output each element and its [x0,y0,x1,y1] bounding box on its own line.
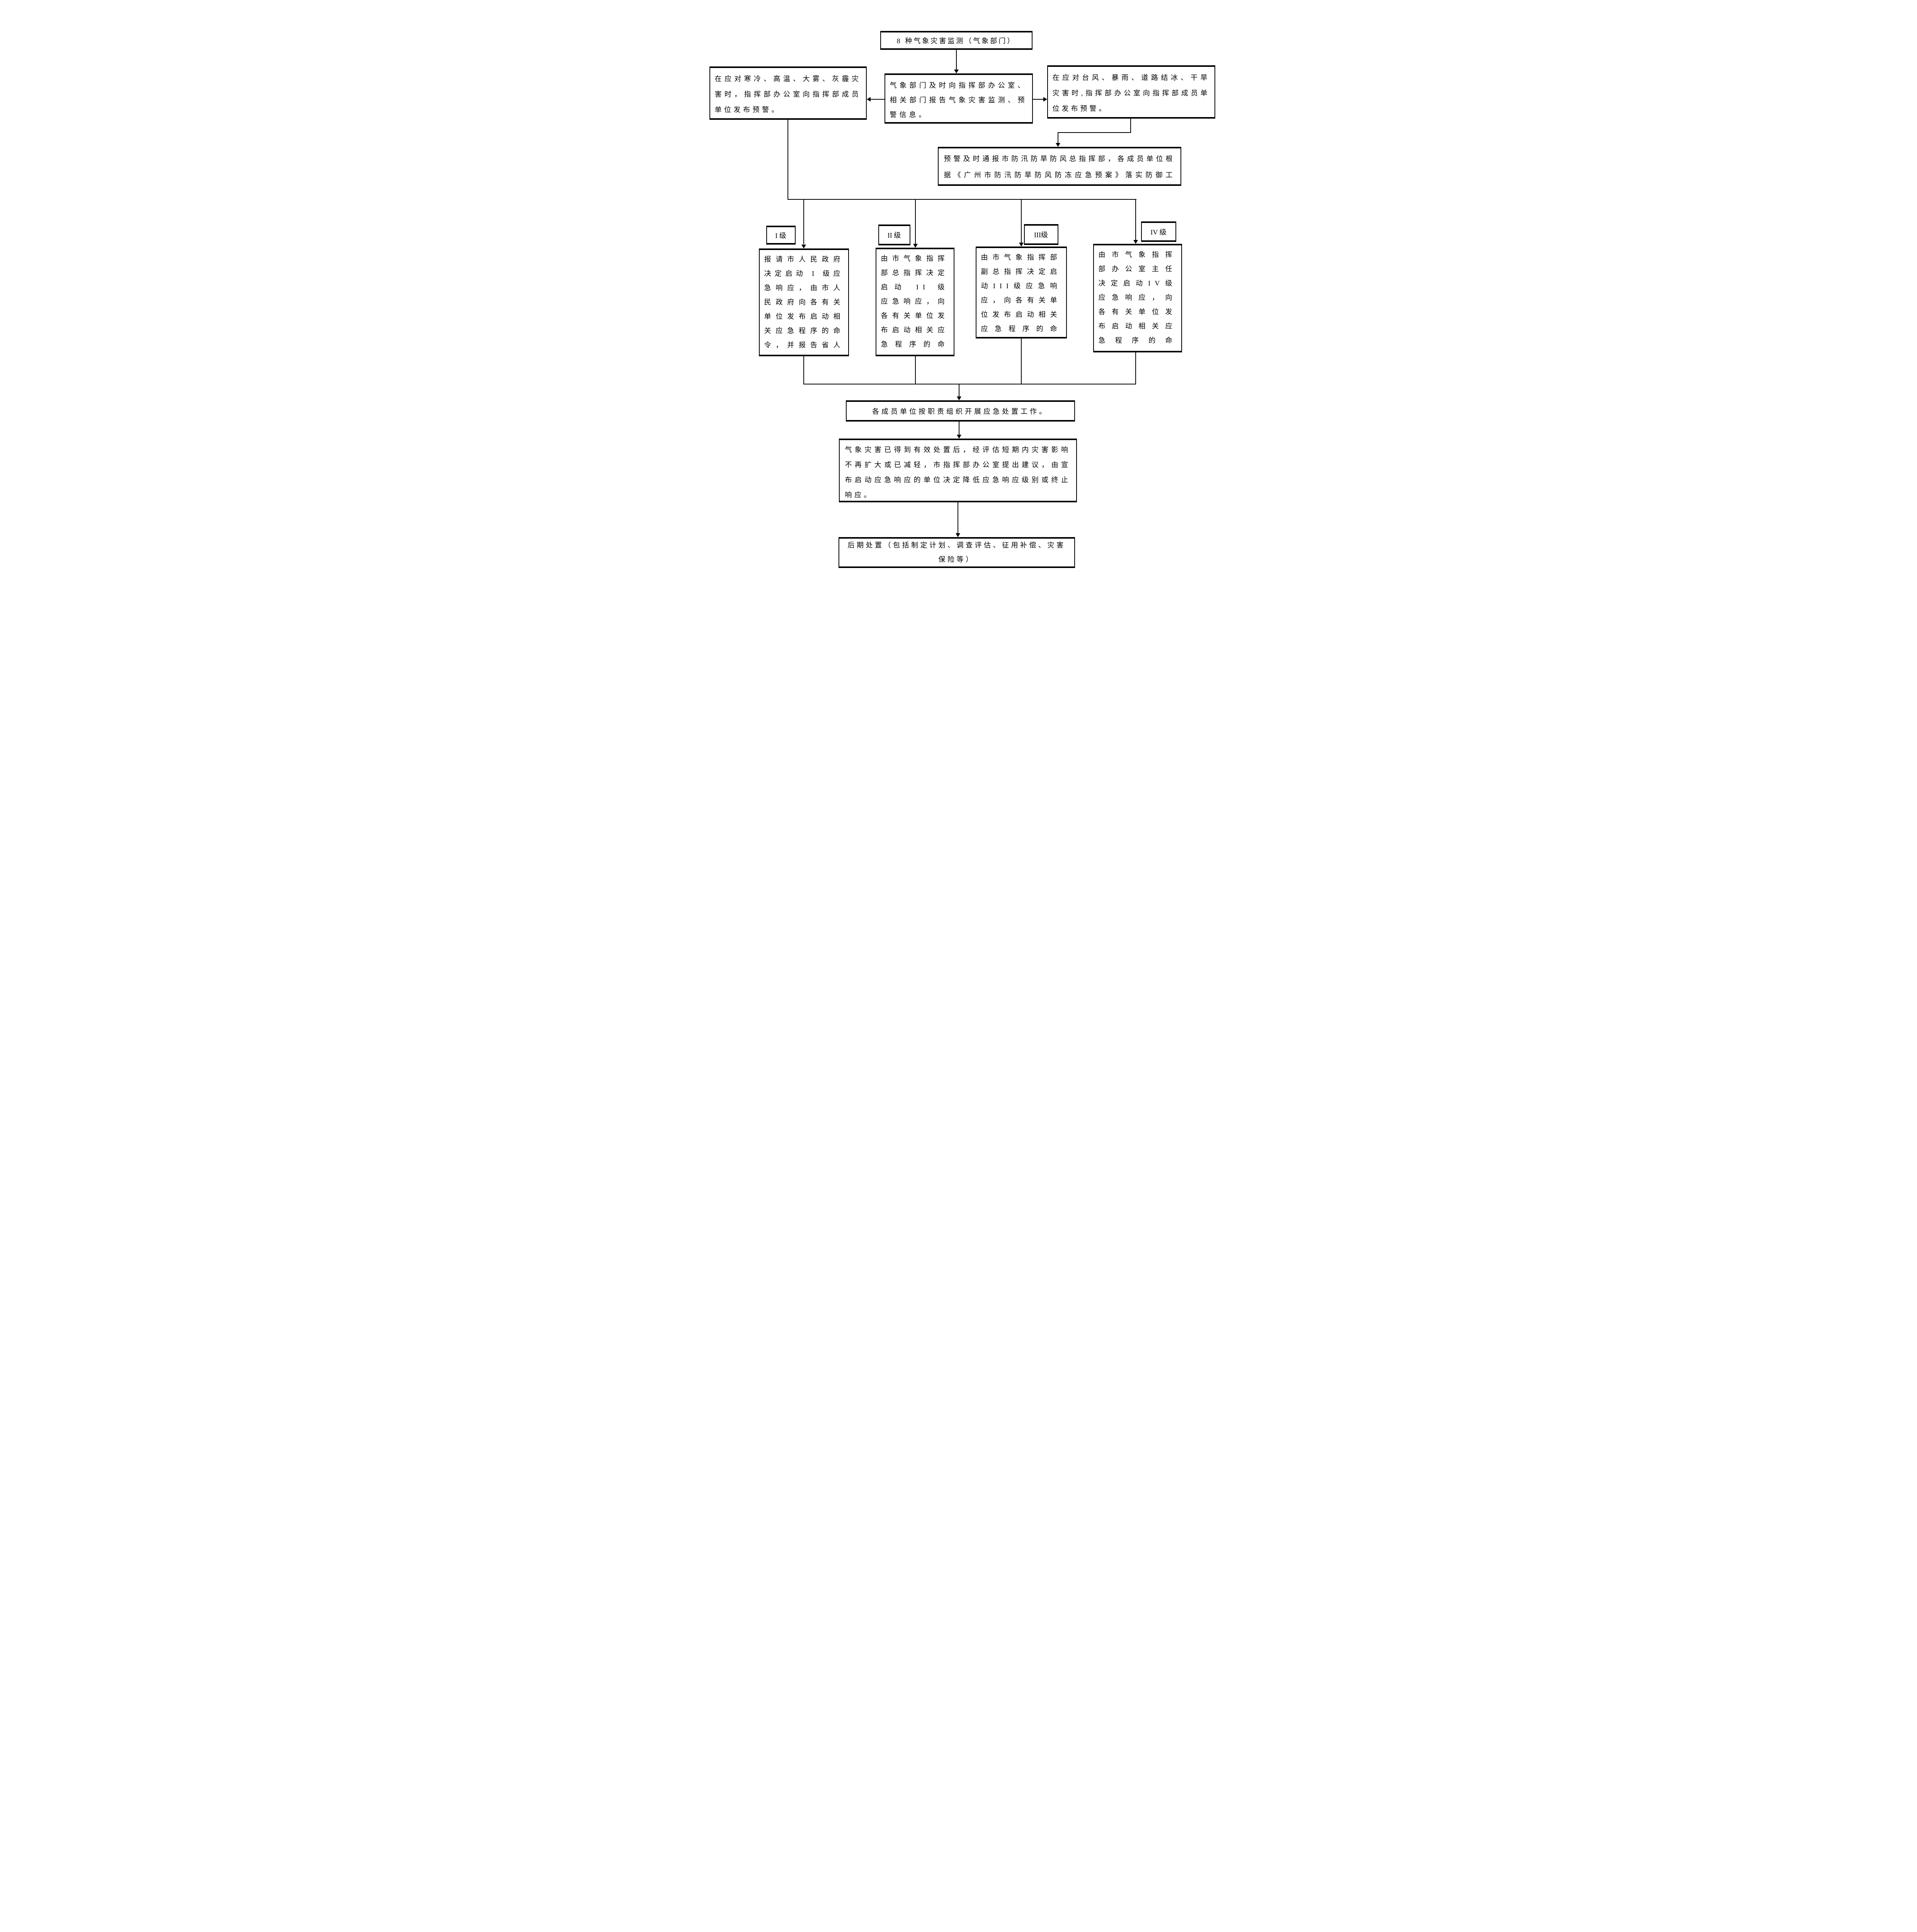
arrowhead-report-left [866,97,871,102]
notify-text: 预警及时通报市防汛防旱防风总指挥部，各成员单位根据《广州市防汛防旱防风防冻应急预… [944,155,1175,179]
level-4-action-text: 由市气象指挥部办公室主任决定启动IV级应急响应，向各有关单位发布启动相关应急程序… [1098,251,1177,344]
arrowhead-branch-1 [801,245,806,248]
connector-monitor-report [956,50,957,70]
connector-report-left [869,99,885,100]
arrowhead-report-right [1043,97,1047,102]
response-box: 各成员单位按职责组织开展应急处置工作。 [845,400,1075,422]
arrowhead-branch-3 [1019,243,1024,247]
level-4-label: IV 级 [1141,221,1176,242]
arrowhead-notify [1055,143,1060,147]
connector-merge-1 [803,356,804,384]
connector-typhoon-down [1130,119,1131,133]
level-3-action-box: 由市气象指挥部副总指挥决定启动III级应急响应，向各有关单位发布启动相关应急程序… [975,247,1067,338]
cold-warning-box: 在应对寒冷、高温、大雾、灰霾灾害时，指挥部办公室向指挥部成员单位发布预警。 [709,66,867,120]
level-3-label-text: III级 [1034,231,1048,239]
level-2-action-text: 由市气象指挥部总指挥决定启动 II 级应急响应，向各有关单位发布启动相关应急程序… [881,255,949,348]
level-2-action-box: 由市气象指挥部总指挥决定启动 II 级应急响应，向各有关单位发布启动相关应急程序… [875,248,954,356]
post-disposal-box: 后期处置（包括制定计划、调查评估、征用补偿、灾害保险等） [838,537,1075,568]
termination-text: 气象灾害已得到有效处置后，经评估短期内灾害影响不再扩大或已减轻，市指挥部办公室提… [845,446,1071,499]
connector-distribution [787,199,1136,200]
typhoon-warning-text: 在应对台风、暴雨、道路结冰、干旱灾害时,指挥部办公室向指挥部成员单位发布预警。 [1052,74,1210,112]
level-4-label-text: IV 级 [1150,228,1167,236]
termination-box: 气象灾害已得到有效处置后，经评估短期内灾害影响不再扩大或已减轻，市指挥部办公室提… [839,439,1077,502]
arrowhead-branch-2 [913,244,918,248]
connector-branch-2 [915,199,916,244]
typhoon-warning-box: 在应对台风、暴雨、道路结冰、干旱灾害时,指挥部办公室向指挥部成员单位发布预警。 [1047,65,1215,119]
report-box: 气象部门及时向指挥部办公室、相关部门报告气象灾害监测、预警信息。 [884,73,1033,124]
monitor-box: 8 种气象灾害监测（气象部门） [880,31,1032,50]
arrowhead-monitor-report [954,70,959,73]
connector-report-right [1032,99,1044,100]
connector-branch-1 [803,199,804,244]
connector-branch-4 [1135,199,1136,240]
connector-merge-3 [1021,338,1022,384]
connector-branch-3 [1021,199,1022,243]
response-text: 各成员单位按职责组织开展应急处置工作。 [872,407,1048,415]
connector-merge-4 [1135,352,1136,384]
level-1-action-box: 报请市人民政府决定启动 I 级应急响应，由市人民政府向各有关单位发布启动相关应急… [759,248,849,356]
notify-box: 预警及时通报市防汛防旱防风总指挥部，各成员单位根据《广州市防汛防旱防风防冻应急预… [937,147,1181,186]
level-4-action-box: 由市气象指挥部办公室主任决定启动IV级应急响应，向各有关单位发布启动相关应急程序… [1093,244,1182,352]
monitor-text: 8 种气象灾害监测（气象部门） [896,37,1016,45]
connector-merge-2 [915,356,916,384]
level-2-label: II 级 [878,224,910,245]
post-disposal-text: 后期处置（包括制定计划、调查评估、征用补偿、灾害保险等） [847,541,1066,563]
arrowhead-post [955,533,960,537]
level-3-label: III级 [1024,224,1058,245]
connector-typhoon-across [1057,132,1131,133]
level-1-label: I 级 [766,226,796,245]
cold-warning-text: 在应对寒冷、高温、大雾、灰霾灾害时，指挥部办公室向指挥部成员单位发布预警。 [714,75,861,114]
arrowhead-response [956,396,961,400]
level-3-action-text: 由市气象指挥部副总指挥决定启动III级应急响应，向各有关单位发布启动相关应急程序… [981,253,1061,333]
flowchart-canvas: 8 种气象灾害监测（气象部门） 气象部门及时向指挥部办公室、相关部门报告气象灾害… [688,0,1229,607]
arrowhead-branch-4 [1133,240,1138,244]
level-1-label-text: I 级 [775,231,786,240]
level-1-action-text: 报请市人民政府决定启动 I 级应急响应，由市人民政府向各有关单位发布启动相关应急… [764,255,844,349]
report-text: 气象部门及时向指挥部办公室、相关部门报告气象灾害监测、预警信息。 [890,82,1027,119]
arrowhead-termination [956,435,961,439]
level-2-label-text: II 级 [887,231,901,239]
